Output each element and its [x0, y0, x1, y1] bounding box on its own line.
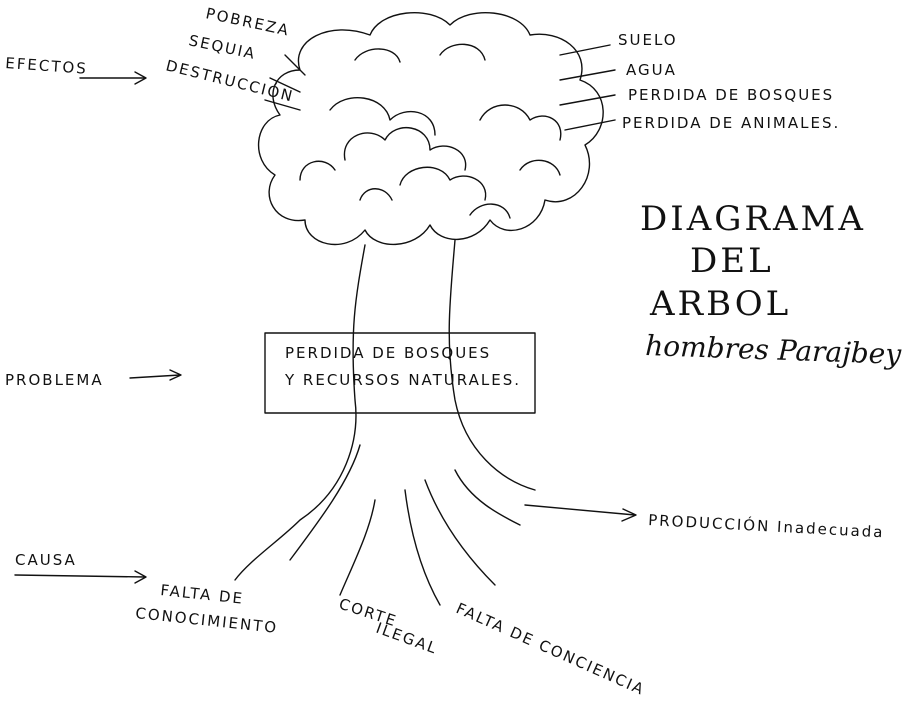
efectos-label: EFECTOS — [5, 54, 89, 78]
effect-connector-lines — [264, 44, 616, 131]
problem-box-line2: Y RECURSOS NATURALES. — [284, 371, 521, 389]
causa-arrow — [14, 574, 146, 578]
cause-falta-conciencia: FALTA DE CONCIENCIA — [453, 599, 647, 699]
effect-perdida-bosques: PERDIDA DE BOSQUES — [628, 86, 834, 104]
title-author: hombres Parajbey — [645, 329, 903, 371]
tree-canopy — [258, 12, 604, 246]
problema-label: PROBLEMA — [5, 371, 104, 389]
title-line3: ARBOL — [649, 284, 791, 324]
problem-box — [264, 332, 536, 414]
effect-pobreza: POBREZA — [204, 4, 291, 39]
cause-falta-conocimiento-2: CONOCIMIENTO — [135, 604, 279, 637]
causa-label: CAUSA — [15, 551, 77, 569]
problem-box-line1: PERDIDA DE BOSQUES — [285, 344, 491, 362]
problema-arrow — [129, 374, 181, 379]
cause-corte-2: ILEGAL — [374, 619, 441, 658]
tree-roots — [289, 444, 521, 606]
effect-suelo: SUELO — [618, 31, 678, 49]
effect-agua: AGUA — [626, 61, 677, 79]
effect-perdida-animales: PERDIDA DE ANIMALES. — [622, 114, 840, 132]
cause-falta-conocimiento-1: FALTA DE — [160, 581, 245, 608]
effect-sequia: SEQUIA — [187, 31, 258, 63]
cause-produccion: PRODUCCIÓN Inadecuada — [648, 510, 885, 541]
title-line1: DIAGRAMA — [640, 199, 866, 239]
arrows — [14, 71, 637, 584]
tree-trunk — [234, 239, 536, 581]
produccion-arrow — [524, 504, 636, 516]
title-line2: DEL — [690, 241, 774, 281]
